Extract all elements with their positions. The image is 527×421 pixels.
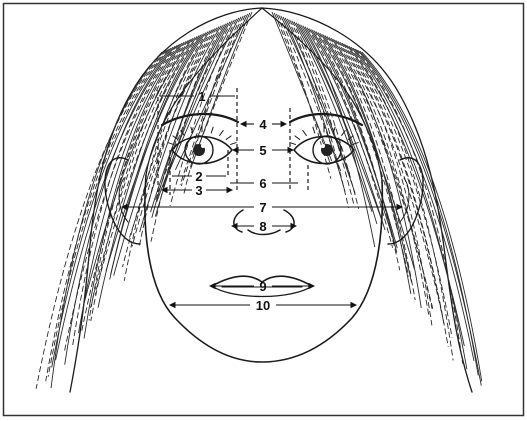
measurement-label-7: 7 <box>259 200 266 215</box>
measurement-label-4: 4 <box>259 117 267 132</box>
measurement-label-2: 2 <box>195 169 202 184</box>
measurement-label-5: 5 <box>259 143 266 158</box>
measurement-label-8: 8 <box>259 219 266 234</box>
measurement-label-10: 10 <box>256 298 270 313</box>
measurement-label-3: 3 <box>195 183 202 198</box>
measurement-label-9: 9 <box>259 279 266 294</box>
measurement-label-6: 6 <box>259 176 266 191</box>
measurement-label-1: 1 <box>198 89 205 104</box>
